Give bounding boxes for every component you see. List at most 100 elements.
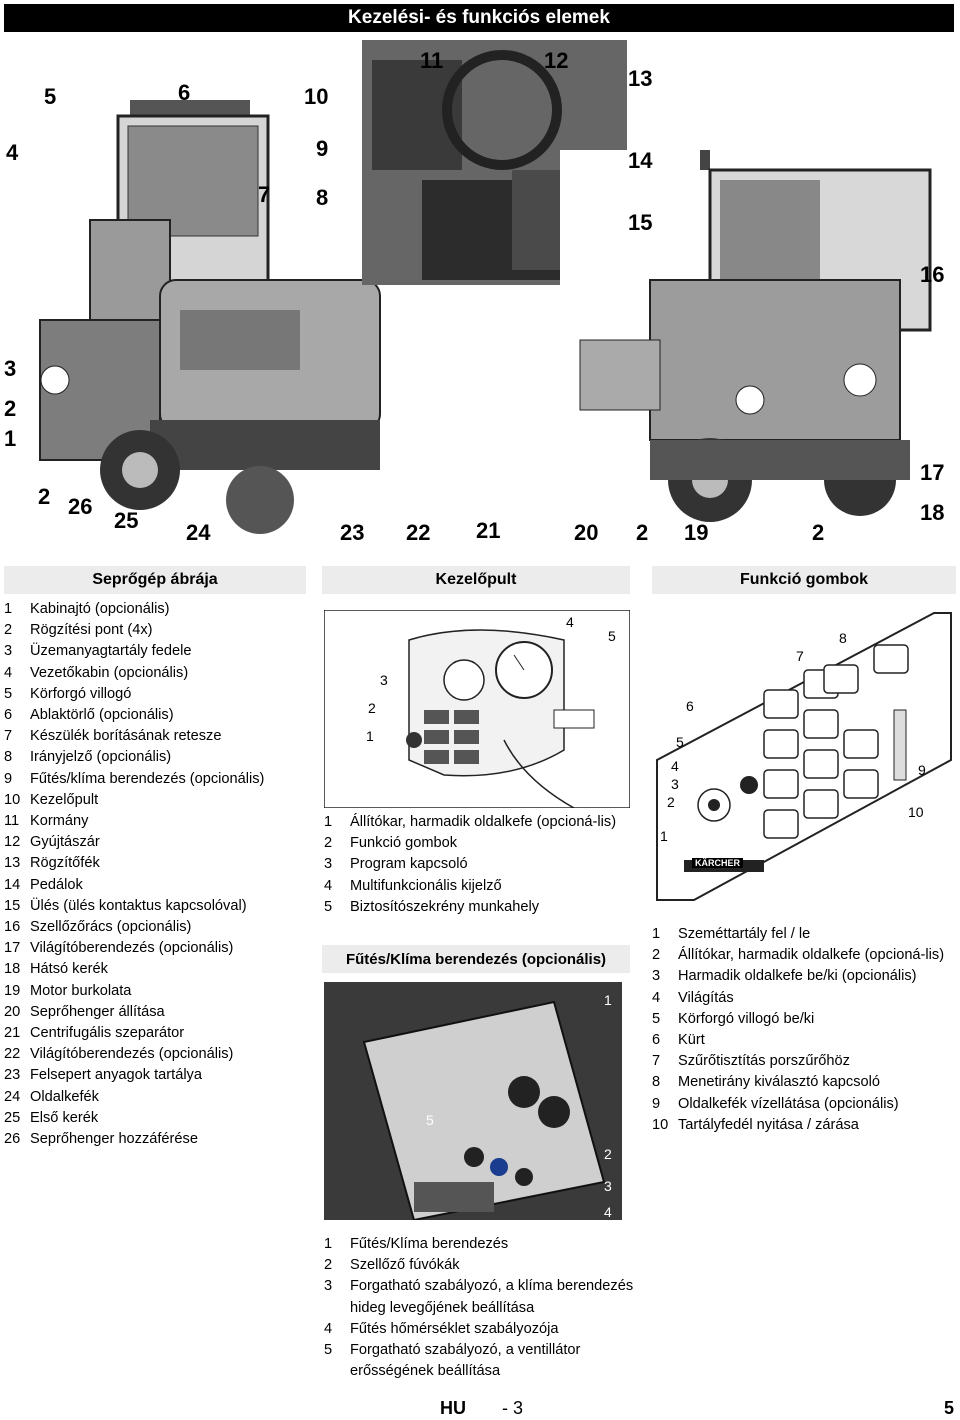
hvac-heading: Fűtés/Klíma berendezés (opcionális) bbox=[322, 945, 630, 973]
item-number: 24 bbox=[4, 1088, 21, 1105]
fn-label-9: 9 bbox=[918, 762, 926, 778]
item-text: Centrifugális szeparátor bbox=[30, 1025, 185, 1042]
item-text: Világítóberendezés (opcionális) bbox=[30, 940, 234, 957]
item-text: Szeméttartály fel / le bbox=[678, 926, 811, 942]
list-item: 20 Seprőhenger állítása bbox=[4, 1002, 306, 1023]
item-text: Hátsó kerék bbox=[30, 961, 108, 978]
hvac-photo bbox=[324, 982, 622, 1220]
item-text: Kürt bbox=[678, 1032, 705, 1049]
item-number: 18 bbox=[4, 961, 21, 978]
panel-label-5: 5 bbox=[608, 628, 616, 644]
item-text: Program kapcsoló bbox=[350, 856, 468, 873]
list-item: 1 Állítókar, harmadik oldalkefe (opcioná-… bbox=[324, 812, 634, 833]
callout-10: 10 bbox=[304, 84, 329, 109]
item-number: 9 bbox=[4, 770, 13, 787]
machine-front-photo bbox=[0, 40, 410, 560]
item-text: Tartályfedél nyitása / zárása bbox=[678, 1116, 859, 1133]
item-text: Gyújtászár bbox=[30, 834, 100, 851]
item-number: 5 bbox=[652, 1010, 661, 1027]
callout-2d: 2 bbox=[812, 520, 825, 545]
item-text: Felsepert anyagok tartálya bbox=[30, 1067, 202, 1084]
item-text: Ülés (ülés kontaktus kapcsolóval) bbox=[30, 897, 247, 914]
brand-logo: KÄRCHER bbox=[692, 858, 743, 868]
item-number: 23 bbox=[4, 1067, 21, 1084]
item-number: 12 bbox=[4, 834, 21, 851]
functions-list: 1 Szeméttartály fel / le 2 Állítókar, harma… bbox=[652, 924, 956, 1136]
callout-17: 17 bbox=[920, 460, 945, 485]
page-title: Kezelési- és funkciós elemek bbox=[4, 4, 954, 32]
callout-16: 16 bbox=[920, 262, 945, 287]
item-text: Fűtés/Klíma berendezés bbox=[350, 1236, 509, 1252]
footer-page-num: 5 bbox=[944, 1398, 955, 1418]
item-text: Világítás bbox=[678, 989, 734, 1006]
item-number: 13 bbox=[4, 855, 21, 872]
item-text: Állítókar, harmadik oldalkefe (opcioná-l… bbox=[678, 947, 945, 964]
item-number: 5 bbox=[324, 898, 333, 915]
item-number: 2 bbox=[4, 622, 13, 639]
list-item: 2 Állítókar, harmadik oldalkefe (opcioná-… bbox=[652, 945, 956, 966]
item-number: 11 bbox=[4, 813, 20, 830]
callout-13: 13 bbox=[628, 66, 653, 91]
list-item: 23 Felsepert anyagok tartálya bbox=[4, 1065, 306, 1086]
item-number: 2 bbox=[324, 835, 333, 852]
list-item: 1 Szeméttartály fel / le bbox=[652, 924, 956, 945]
item-text: Szellőző fúvókák bbox=[350, 1257, 460, 1274]
item-text: Állítókar, harmadik oldalkefe (opcioná-l… bbox=[350, 814, 617, 830]
item-text: Motor burkolata bbox=[30, 982, 132, 999]
callout-25: 25 bbox=[114, 508, 139, 533]
item-number: 2 bbox=[652, 947, 661, 964]
item-number: 1 bbox=[324, 814, 333, 830]
item-text: Ablaktörlő (opcionális) bbox=[30, 707, 174, 724]
callout-23: 23 bbox=[340, 520, 365, 545]
callout-12: 12 bbox=[544, 48, 569, 73]
item-number: 3 bbox=[324, 856, 333, 873]
function-buttons-diagram bbox=[654, 610, 954, 902]
hvac-label-4: 4 bbox=[604, 1204, 612, 1220]
item-number: 17 bbox=[4, 940, 21, 957]
item-number: 20 bbox=[4, 1003, 21, 1020]
callout-15: 15 bbox=[628, 210, 653, 235]
item-text: Seprőhenger állítása bbox=[30, 1003, 165, 1020]
callout-14: 14 bbox=[628, 148, 653, 173]
footer-lang: HU bbox=[440, 1398, 466, 1418]
panel-label-3: 3 bbox=[380, 672, 388, 688]
fn-label-10: 10 bbox=[908, 804, 924, 820]
item-number: 10 bbox=[4, 791, 21, 808]
item-number: 4 bbox=[324, 1320, 333, 1337]
item-number: 4 bbox=[324, 877, 333, 894]
item-number: 3 bbox=[4, 643, 13, 660]
item-number: 26 bbox=[4, 1131, 21, 1148]
item-number: 3 bbox=[324, 1278, 333, 1295]
item-number: 7 bbox=[652, 1053, 661, 1070]
item-number: 2 bbox=[324, 1257, 333, 1274]
fn-label-4: 4 bbox=[671, 758, 679, 774]
list-item: 4 Fűtés hőmérséklet szabályozója bbox=[324, 1319, 634, 1340]
fn-label-3: 3 bbox=[671, 776, 679, 792]
item-text: Pedálok bbox=[30, 876, 83, 893]
panel-label-1: 1 bbox=[366, 728, 374, 744]
item-text: Fűtés hőmérséklet szabályozója bbox=[350, 1320, 559, 1337]
callout-3: 3 bbox=[4, 356, 17, 381]
item-text: Forgatható szabályozó, a ventillátor erő… bbox=[350, 1342, 581, 1380]
item-number: 7 bbox=[4, 728, 13, 745]
callout-22: 22 bbox=[406, 520, 431, 545]
callout-8: 8 bbox=[316, 185, 329, 210]
list-item: 12 Gyújtászár bbox=[4, 832, 306, 853]
item-number: 1 bbox=[652, 926, 661, 942]
item-number: 4 bbox=[4, 664, 13, 681]
list-item: 17 Világítóberendezés (opcionális) bbox=[4, 938, 306, 959]
